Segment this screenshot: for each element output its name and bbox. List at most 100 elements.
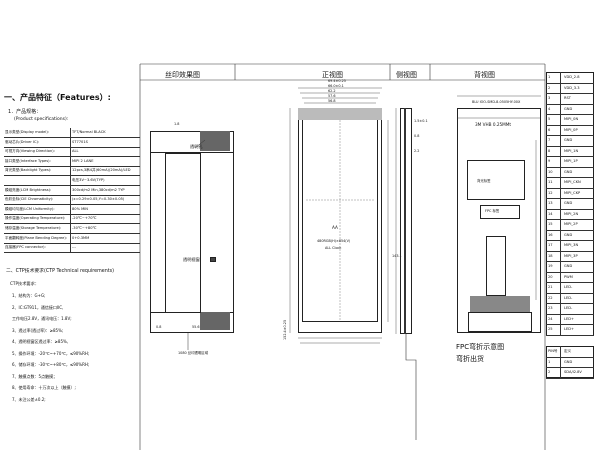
front-dim-label: 56.8 [328, 99, 336, 103]
spec-row: 平面翻转度(Plane Bending Degree):0+0.3MM [4, 233, 140, 244]
pin-number: 2 [548, 85, 551, 90]
fpc-row: 2 SDA/I2.8V [546, 367, 594, 379]
spec-key: 操作温度(Operating Temperature): [5, 216, 66, 221]
pin-signal: LED+ [564, 327, 575, 331]
pin-signal: VDD_2.8 [564, 75, 580, 79]
spec-divider [70, 137, 71, 147]
pin-divider [560, 177, 561, 188]
pin-table-frame [546, 72, 594, 336]
view-title-side: 侧视图 [396, 71, 417, 79]
pin-number: 8 [548, 148, 551, 153]
pin-divider [560, 135, 561, 146]
back-outline [457, 108, 541, 333]
pin-divider [560, 72, 561, 83]
side-outline [400, 108, 412, 334]
spec-row: 背光类型(Backlight Types):12pcs,3串4并(60mA)(2… [4, 166, 140, 177]
pin-divider [560, 229, 561, 240]
spec-row: 模组均匀度(LCM Uniformity): 80% MIN [4, 204, 140, 215]
pin-signal: GND [564, 169, 573, 174]
back-fpc-bottom [468, 312, 532, 332]
pin-signal: GND [564, 264, 573, 268]
pin-divider [560, 324, 561, 335]
spec-key: 显示类型(Display model): [5, 130, 49, 134]
pin-signal: MIPI_3N [564, 243, 579, 247]
pin-number: 17 [548, 243, 553, 247]
front-aa-label: AA [332, 225, 338, 230]
pin-divider [560, 187, 561, 198]
spec-key: 背光类型(Backlight Types): [5, 168, 52, 173]
pin-number: 22 [548, 295, 553, 300]
spec-value: ST7701S [72, 139, 88, 144]
pin-divider [560, 156, 561, 167]
pin-divider [560, 219, 561, 230]
pin-number: 6 [548, 127, 551, 132]
pin-divider [560, 114, 561, 125]
pin-number: 18 [548, 253, 553, 258]
view-title-front: 正视图 [322, 71, 343, 79]
spec-key: 模组亮度(LCM Brightness): [5, 187, 52, 192]
side-dim-1: 1.5±0.1 [414, 119, 428, 123]
view-title-back: 背视图 [474, 71, 495, 79]
back-label-1: 背光标签 [477, 179, 491, 183]
fpc-signal: SDA/I2.8V [564, 370, 582, 374]
features-subtitle-en: (Product specifications): [14, 117, 69, 122]
spec-divider [70, 185, 71, 195]
pin-number: 15 [548, 222, 553, 226]
silk-window-label: 透明视窗 [183, 257, 200, 262]
pin-signal: LED+ [564, 316, 575, 321]
fpc-divider [560, 346, 561, 357]
silk-window-frame [165, 153, 201, 313]
spec-key: 连接器(FPC connector): [5, 245, 46, 250]
view-title-silk: 丝印效果图 [165, 71, 200, 79]
spec-value: 80% MIN [72, 206, 88, 211]
front-dim-label: 57.6 [328, 94, 336, 98]
pin-number: 21 [548, 285, 553, 289]
fpc-table-frame [546, 346, 594, 378]
pin-number: 5 [548, 117, 551, 121]
front-dim-label: 66.0±0.1 [328, 84, 344, 88]
pin-signal: RST [564, 96, 571, 100]
back-label-box-1 [467, 160, 525, 200]
spec-row: 驱动芯片(Driver IC):ST7701S [4, 137, 140, 148]
pin-number: 11 [548, 180, 553, 184]
pin-divider [560, 166, 561, 177]
spec-key: 储存温度(Storage Temperature): [5, 226, 62, 230]
pin-signal: GND [564, 232, 573, 237]
fpc-pin-number: 2 [548, 370, 551, 374]
spec-value: -30℃~+80℃ [72, 226, 97, 230]
spec-divider [70, 224, 71, 233]
pin-divider [560, 145, 561, 156]
fpc-pin-number: 1 [548, 359, 551, 364]
pin-number: 14 [548, 211, 553, 216]
front-dim-right: 143.1 [392, 254, 402, 258]
pin-divider [560, 93, 561, 104]
spec-divider [70, 147, 71, 157]
spec-key: 模组均匀度(LCM Uniformity): [5, 206, 55, 211]
requirement-item: 5、操作环境：-20℃~+70℃，≤90%RH; [12, 350, 90, 356]
back-top-note: BLU IOO-SMD-8-0505HY-00X [472, 100, 521, 104]
back-fpc-note-1: FPC弯折示意图 [456, 343, 505, 351]
fpc-header-row: PIN号定义 [546, 346, 594, 358]
fpc-signal: 定义 [564, 349, 572, 353]
spec-divider [70, 166, 71, 176]
pin-divider [560, 103, 561, 114]
pin-divider [560, 250, 561, 261]
pin-divider [560, 198, 561, 209]
spec-row: 模组亮度(LCM Brightness):300cd/m2 Min,380cd/… [4, 185, 140, 196]
front-dim-label: 69.4±0.25 [328, 79, 346, 83]
requirement-item: 6、储存环境：-30℃~+80℃，≤90%RH; [12, 362, 90, 367]
pin-signal: LED- [564, 295, 573, 300]
